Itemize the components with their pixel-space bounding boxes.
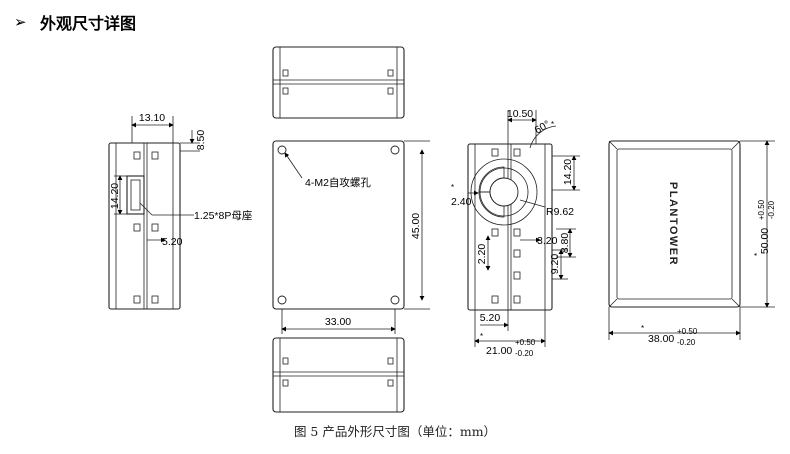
top-view bbox=[272, 46, 405, 119]
side-view: 10.50 60° * 14.20 * 2.40 R9.62 3.20 8.80… bbox=[451, 108, 580, 358]
dim-side-a: 3.20 bbox=[537, 235, 558, 247]
bottom-view bbox=[272, 337, 405, 413]
dim-front-width: 33.00 bbox=[325, 316, 351, 328]
right-width-star: * bbox=[641, 324, 644, 333]
front-view: 4-M2自攻螺孔 45.00 33.00 bbox=[272, 140, 430, 334]
side-tol-minus: -0.20 bbox=[515, 349, 534, 358]
dim-side-radius: R9.62 bbox=[546, 206, 574, 218]
dim-left-offset: 5.20 bbox=[162, 236, 183, 248]
dim-side-b: 8.80 bbox=[559, 233, 571, 254]
dim-side-d: 9.20 bbox=[549, 254, 561, 275]
section-heading: ➢ 外观尺寸详图 bbox=[14, 10, 136, 34]
dim-left-top: 8.50 bbox=[195, 130, 207, 151]
right-view: PLANTOWER 50.00 +0.50 -0.20 * * 38.00 +0… bbox=[608, 140, 776, 347]
dim-front-height: 45.00 bbox=[410, 213, 422, 239]
dim-side-left: 2.40 bbox=[451, 196, 472, 208]
dim-side-width: 21.00 bbox=[486, 345, 512, 357]
side-width-star: * bbox=[480, 332, 483, 341]
bullet-arrow-icon: ➢ bbox=[14, 13, 27, 31]
right-width-tol-plus: +0.50 bbox=[677, 327, 698, 336]
right-height-tol-minus: -0.20 bbox=[767, 200, 776, 219]
dim-side-right: 14.20 bbox=[562, 159, 574, 185]
side-left-star: * bbox=[451, 183, 454, 192]
connector-label: 1.25*8P母座 bbox=[194, 209, 252, 222]
right-height-star: * bbox=[753, 253, 762, 256]
right-width-tol-minus: -0.20 bbox=[677, 338, 696, 347]
section-title: 外观尺寸详图 bbox=[40, 14, 137, 33]
side-angle-star: * bbox=[551, 120, 554, 129]
dim-right-height: 50.00 bbox=[759, 228, 771, 254]
left-view: 13.10 8.50 14.20 5.20 1.25*8P母座 bbox=[108, 112, 252, 310]
figure-caption: 图 5 产品外形尺寸图（单位：mm） bbox=[293, 424, 497, 439]
side-tol-plus: +0.50 bbox=[515, 338, 536, 347]
brand-logo-text: PLANTOWER bbox=[667, 182, 679, 266]
dim-side-e: 5.20 bbox=[480, 312, 501, 324]
dim-right-width: 38.00 bbox=[648, 333, 674, 345]
dim-side-top: 10.50 bbox=[507, 108, 533, 120]
dim-side-c: 2.20 bbox=[476, 244, 488, 265]
right-height-tol-plus: +0.50 bbox=[757, 199, 766, 220]
screw-label: 4-M2自攻螺孔 bbox=[305, 176, 371, 189]
dim-left-conn: 14.20 bbox=[109, 183, 121, 209]
dim-left-width: 13.10 bbox=[139, 112, 165, 124]
